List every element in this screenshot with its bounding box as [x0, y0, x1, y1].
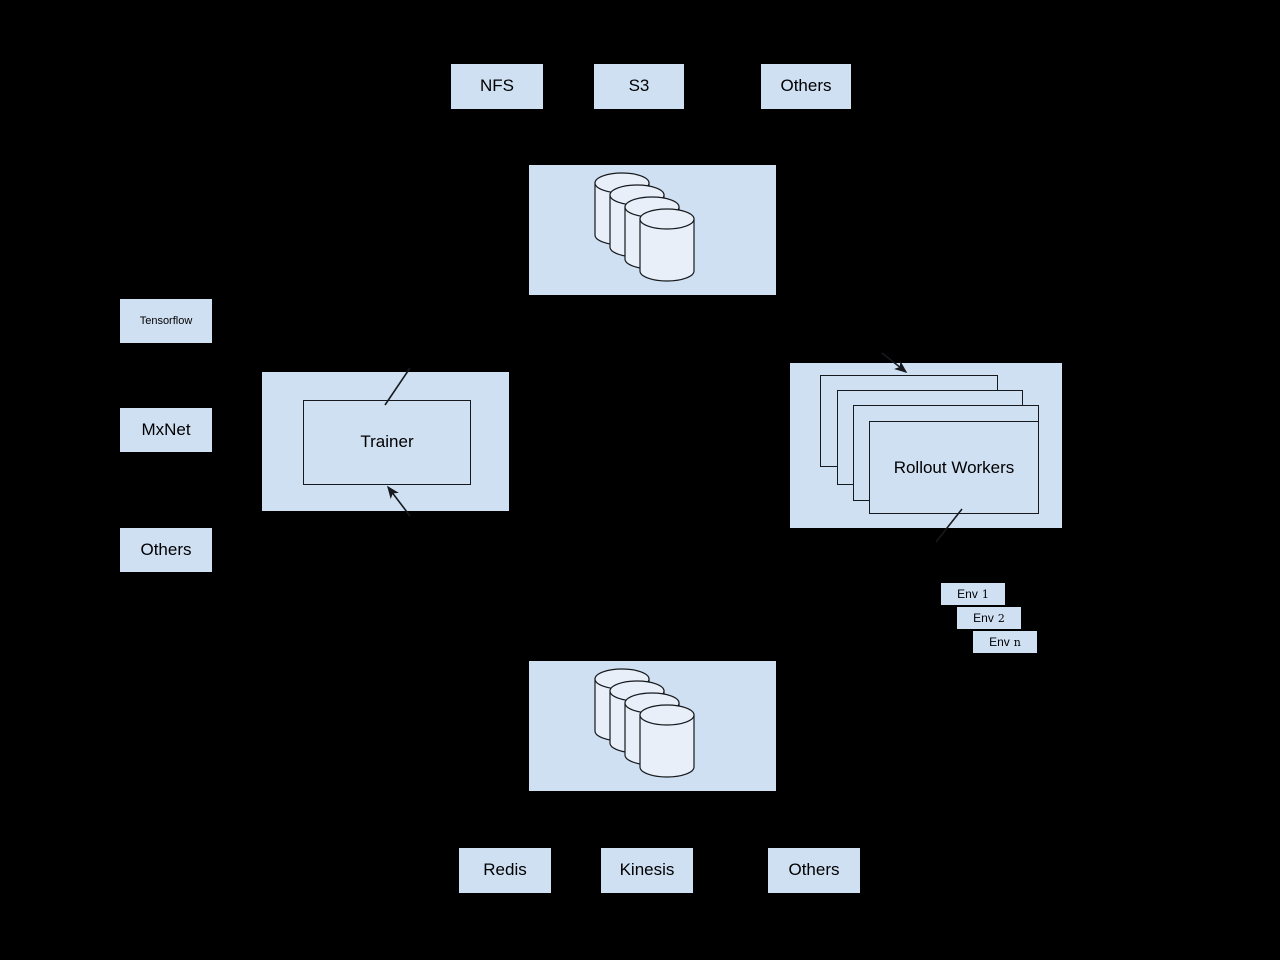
env-1-chip[interactable]: Env 1 — [941, 583, 1005, 605]
tensorflow-label: Tensorflow — [139, 314, 193, 327]
env-2-index: 2 — [997, 611, 1005, 625]
storage-others-label: Others — [780, 76, 832, 96]
env-n-index: n — [1013, 635, 1021, 649]
mxnet-label: MxNet — [141, 419, 191, 439]
database-stack-icon — [594, 172, 695, 282]
redis-label: Redis — [483, 860, 527, 880]
framework-others-box[interactable]: Others — [120, 528, 212, 572]
nfs-label: NFS — [480, 76, 514, 96]
env-1-word: Env — [957, 587, 978, 601]
redis-box[interactable]: Redis — [459, 848, 551, 893]
model-store-panel[interactable] — [529, 165, 776, 295]
queue-others-label: Others — [788, 860, 840, 880]
trainer-label: Trainer — [360, 432, 414, 452]
framework-others-label: Others — [140, 539, 192, 559]
rollout-workers-label: Rollout Workers — [893, 457, 1015, 477]
trainer-box[interactable]: Trainer — [303, 400, 471, 485]
tensorflow-box[interactable]: Tensorflow — [120, 299, 212, 343]
rollout-worker-stack-1[interactable]: Rollout Workers — [869, 421, 1039, 514]
s3-box[interactable]: S3 — [594, 64, 684, 109]
env-2-word: Env — [973, 611, 994, 625]
kinesis-label: Kinesis — [619, 860, 675, 880]
nfs-box[interactable]: NFS — [451, 64, 543, 109]
s3-label: S3 — [628, 76, 650, 96]
env-n-chip[interactable]: Env n — [973, 631, 1037, 653]
database-stack-icon — [594, 668, 695, 778]
env-n-word: Env — [989, 635, 1010, 649]
experience-store-panel[interactable] — [529, 661, 776, 791]
env-2-chip[interactable]: Env 2 — [957, 607, 1021, 629]
mxnet-box[interactable]: MxNet — [120, 408, 212, 452]
storage-others-box[interactable]: Others — [761, 64, 851, 109]
kinesis-box[interactable]: Kinesis — [601, 848, 693, 893]
queue-others-box[interactable]: Others — [768, 848, 860, 893]
env-1-index: 1 — [981, 587, 989, 601]
